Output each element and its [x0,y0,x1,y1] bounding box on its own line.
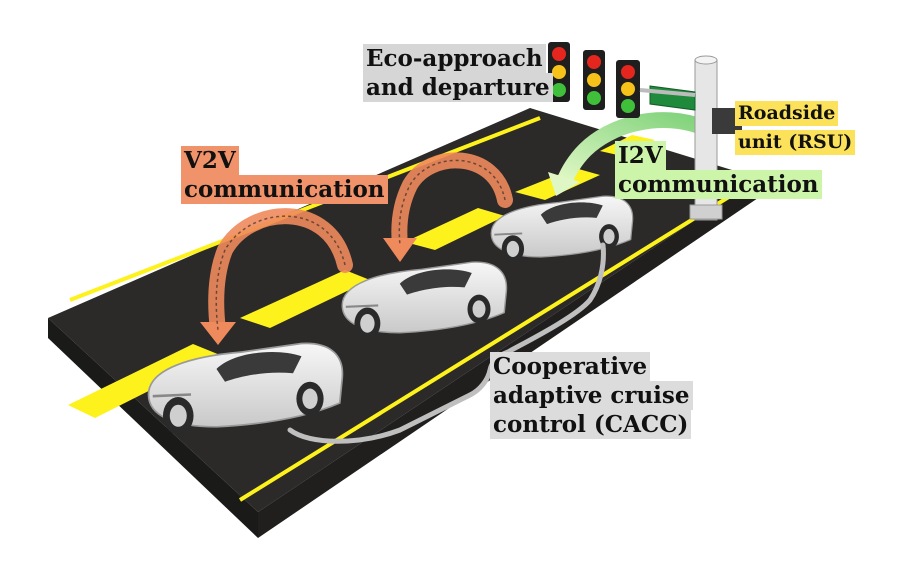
cacc-line2: adaptive cruise [490,381,693,410]
label-v2v: V2V communication [181,146,388,204]
lane-dash [405,208,505,250]
car-rear [147,342,344,435]
v2v-line1: V2V [181,146,239,175]
eco-line2: and departure [363,73,553,102]
label-rsu: Roadside unit (RSU) [735,97,856,155]
i2v-line2: communication [615,170,822,199]
v2v-line2: communication [181,175,388,204]
i2v-line1: I2V [615,141,666,170]
traffic-light-icon [616,60,640,118]
rsu-line2: unit (RSU) [735,130,856,155]
car-lead [490,195,634,263]
eco-line1: Eco-approach [363,44,546,73]
car-middle [341,261,508,340]
v2v-arrows [200,152,513,345]
cacc-line3: control (CACC) [490,410,692,439]
v2v-arrowhead [383,238,417,262]
label-eco-approach: Eco-approach and departure [363,44,553,102]
rsu-line1: Roadside [735,101,839,126]
cacc-line1: Cooperative [490,352,651,381]
lane-dash [240,270,370,328]
v2v-arrowhead [200,322,236,345]
label-i2v: I2V communication [615,141,822,199]
label-cacc: Cooperative adaptive cruise control (CAC… [490,352,693,439]
traffic-light-icon [548,42,570,102]
traffic-lights [548,42,696,118]
traffic-light-icon [583,50,605,110]
i2v-arrow [548,112,713,196]
